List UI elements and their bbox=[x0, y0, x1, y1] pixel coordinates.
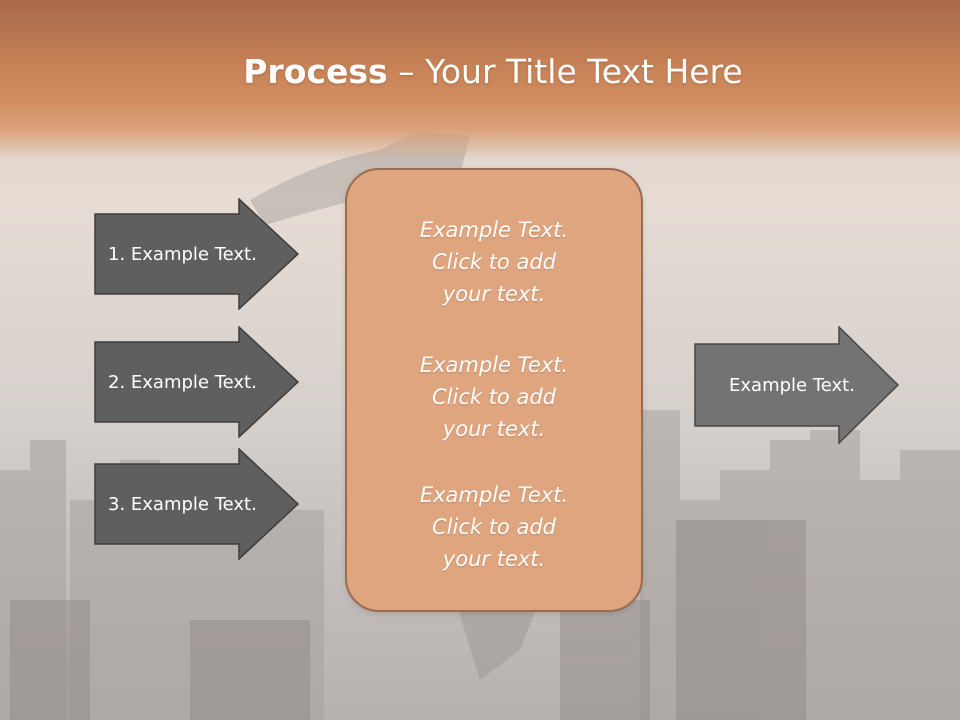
title-rest-text: Your Title Text Here bbox=[425, 52, 743, 91]
title-band bbox=[0, 0, 960, 160]
arrow-label: 1. Example Text. bbox=[108, 243, 257, 265]
arrow-label: 3. Example Text. bbox=[108, 493, 257, 515]
center-text-item-3[interactable]: Example Text. Click to add your text. bbox=[347, 479, 641, 575]
process-arrow-2[interactable]: 2. Example Text. bbox=[94, 326, 300, 438]
center-text-item-2[interactable]: Example Text. Click to add your text. bbox=[347, 349, 641, 445]
center-line: Click to add bbox=[431, 515, 556, 539]
arrow-shape-icon bbox=[94, 326, 300, 438]
center-line: your text. bbox=[442, 417, 546, 441]
center-line: your text. bbox=[442, 547, 546, 571]
center-line: Click to add bbox=[431, 250, 556, 274]
arrow-shape-icon bbox=[94, 198, 300, 310]
title-separator: – bbox=[387, 52, 426, 91]
center-line: Click to add bbox=[431, 385, 556, 409]
slide-title[interactable]: Process – Your Title Text Here bbox=[0, 52, 960, 91]
arrow-shape-icon bbox=[694, 326, 900, 444]
center-text-item-1[interactable]: Example Text. Click to add your text. bbox=[347, 214, 641, 310]
center-line: your text. bbox=[442, 282, 546, 306]
center-line: Example Text. bbox=[419, 218, 569, 242]
result-arrow[interactable]: Example Text. bbox=[694, 326, 900, 444]
center-line: Example Text. bbox=[419, 483, 569, 507]
title-bold-text: Process bbox=[243, 52, 388, 91]
center-text-box[interactable]: Example Text. Click to add your text. Ex… bbox=[345, 168, 643, 612]
arrow-label: Example Text. bbox=[729, 374, 855, 396]
process-arrow-3[interactable]: 3. Example Text. bbox=[94, 448, 300, 560]
arrow-label: 2. Example Text. bbox=[108, 371, 257, 393]
arrow-shape-icon bbox=[94, 448, 300, 560]
center-line: Example Text. bbox=[419, 353, 569, 377]
process-arrow-1[interactable]: 1. Example Text. bbox=[94, 198, 300, 310]
